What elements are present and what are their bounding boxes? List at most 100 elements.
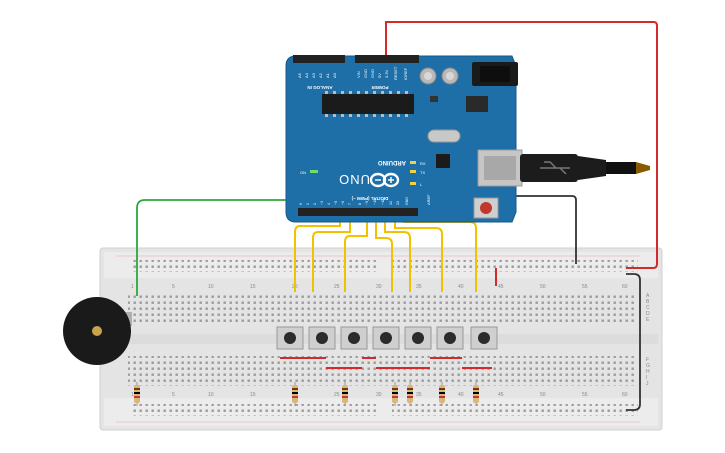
digital-pin-label: GND <box>405 197 409 205</box>
column-numbers-top: 1 5 10 15 20 25 30 35 40 45 50 55 60 <box>131 284 628 290</box>
digital-pin-label: 12 <box>389 201 393 205</box>
col-number: 50 <box>540 392 546 398</box>
digital-pin-label: ~9 <box>365 201 369 205</box>
col-number: 5 <box>172 392 175 398</box>
push-button[interactable] <box>308 326 336 350</box>
analog-header <box>293 55 345 63</box>
digital-pin-labels: 0 1 2 ~3 4 ~5 ~6 7 8 ~9 ~10 ~11 12 13 GN… <box>299 197 409 205</box>
power-pin-label: VIN <box>356 71 361 78</box>
yellow-wires <box>294 216 477 292</box>
aref-label: AREF <box>426 194 431 205</box>
brand-label: ARDUINO <box>378 159 406 165</box>
push-button[interactable] <box>340 326 368 350</box>
usb-cable[interactable] <box>520 154 650 182</box>
analog-pin-labels: A5 A4 A3 A2 A1 A0 <box>297 72 337 78</box>
analog-pin-label: A5 <box>297 72 302 78</box>
push-button[interactable] <box>436 326 464 350</box>
row-letter: B <box>646 299 650 305</box>
col-number: 15 <box>250 392 256 398</box>
piezo-buzzer[interactable] <box>63 297 132 365</box>
led-rx-label: RX <box>420 161 426 166</box>
power-pin-label: 3.3V <box>384 69 389 78</box>
col-number: 1 <box>131 284 134 290</box>
push-button[interactable] <box>276 326 304 350</box>
col-number: 55 <box>582 284 588 290</box>
row-letter: G <box>646 363 650 369</box>
digital-pin-label: ~11 <box>381 199 385 205</box>
power-label: POWER <box>371 85 389 90</box>
col-number: 1 <box>131 392 134 398</box>
resistor[interactable] <box>342 382 348 406</box>
yellow-wire[interactable] <box>294 216 341 292</box>
arduino-logo <box>369 172 400 188</box>
push-button[interactable] <box>404 326 432 350</box>
row-letter: H <box>646 369 650 375</box>
col-number: 60 <box>622 284 628 290</box>
col-number: 10 <box>208 284 214 290</box>
row-letter: E <box>646 317 650 323</box>
row-letter: I <box>646 375 647 381</box>
row-letter: D <box>646 311 650 317</box>
resistor[interactable] <box>392 382 398 406</box>
voltage-regulator <box>466 96 488 112</box>
row-letter: C <box>646 305 650 311</box>
digital-pin-label: ~5 <box>334 201 338 205</box>
resistor[interactable] <box>134 382 140 406</box>
led-on <box>310 170 318 173</box>
col-number: 55 <box>582 392 588 398</box>
yellow-wire[interactable] <box>384 216 411 292</box>
led-tx-label: TX <box>420 170 425 175</box>
yellow-wire[interactable] <box>312 216 351 292</box>
led-tx <box>410 170 416 173</box>
col-number: 40 <box>458 392 464 398</box>
col-number: 25 <box>334 284 340 290</box>
col-number: 50 <box>540 284 546 290</box>
yellow-wire[interactable] <box>344 216 368 292</box>
led-l <box>410 182 416 185</box>
resistor[interactable] <box>407 382 413 406</box>
resistor[interactable] <box>292 382 298 406</box>
power-pin-labels: VIN GND GND 5V 3.3V RESET IOREF <box>356 66 408 80</box>
black-ground-wire[interactable] <box>418 195 577 264</box>
analog-pin-label: A4 <box>304 72 309 78</box>
push-button[interactable] <box>372 326 400 350</box>
digital-pin-label: ~10 <box>373 199 377 205</box>
red-power-wire[interactable] <box>385 21 658 269</box>
analog-pin-label: A1 <box>325 72 330 78</box>
usb-symbol-icon <box>540 161 570 175</box>
yellow-wire[interactable] <box>394 216 443 292</box>
green-buzzer-wire[interactable] <box>136 199 322 296</box>
digital-pin-label: 1 <box>306 203 310 205</box>
power-pin-label: GND <box>370 69 375 78</box>
digital-pin-label: 2 <box>313 203 317 205</box>
analog-pin-label: A3 <box>311 72 316 78</box>
analog-pin-label: A0 <box>332 72 337 78</box>
col-number: 45 <box>498 284 504 290</box>
digital-pin-label: 8 <box>358 203 362 205</box>
push-button[interactable] <box>470 326 498 350</box>
row-letter: F <box>646 357 649 363</box>
col-number: 10 <box>208 392 214 398</box>
resistor[interactable] <box>473 382 479 406</box>
usb-chip <box>436 154 450 168</box>
analog-pin-label: A2 <box>318 72 323 78</box>
col-number: 45 <box>498 392 504 398</box>
arduino-uno-board[interactable]: A5 A4 A3 A2 A1 A0 ANALOG IN VIN GND GND … <box>285 55 523 223</box>
black-rail-wire[interactable] <box>626 273 641 411</box>
resistors <box>134 382 479 406</box>
digital-header <box>298 208 418 216</box>
resistor[interactable] <box>439 382 445 406</box>
column-numbers-bottom: 1 5 10 15 20 25 30 35 40 45 50 55 60 <box>131 392 628 398</box>
red-jumpers <box>280 357 492 369</box>
power-pin-label: GND <box>363 69 368 78</box>
power-pin-label: 5V <box>377 73 382 78</box>
crystal-oscillator <box>427 129 461 143</box>
col-number: 40 <box>458 284 464 290</box>
digital-pin-label: 0 <box>299 203 303 205</box>
atmega-chip <box>322 94 414 114</box>
digital-label: DIGITAL (PWM ~) <box>351 196 388 201</box>
yellow-wire[interactable] <box>375 216 393 292</box>
digital-pin-label: ~3 <box>320 201 324 205</box>
digital-pin-label: 7 <box>348 203 352 205</box>
